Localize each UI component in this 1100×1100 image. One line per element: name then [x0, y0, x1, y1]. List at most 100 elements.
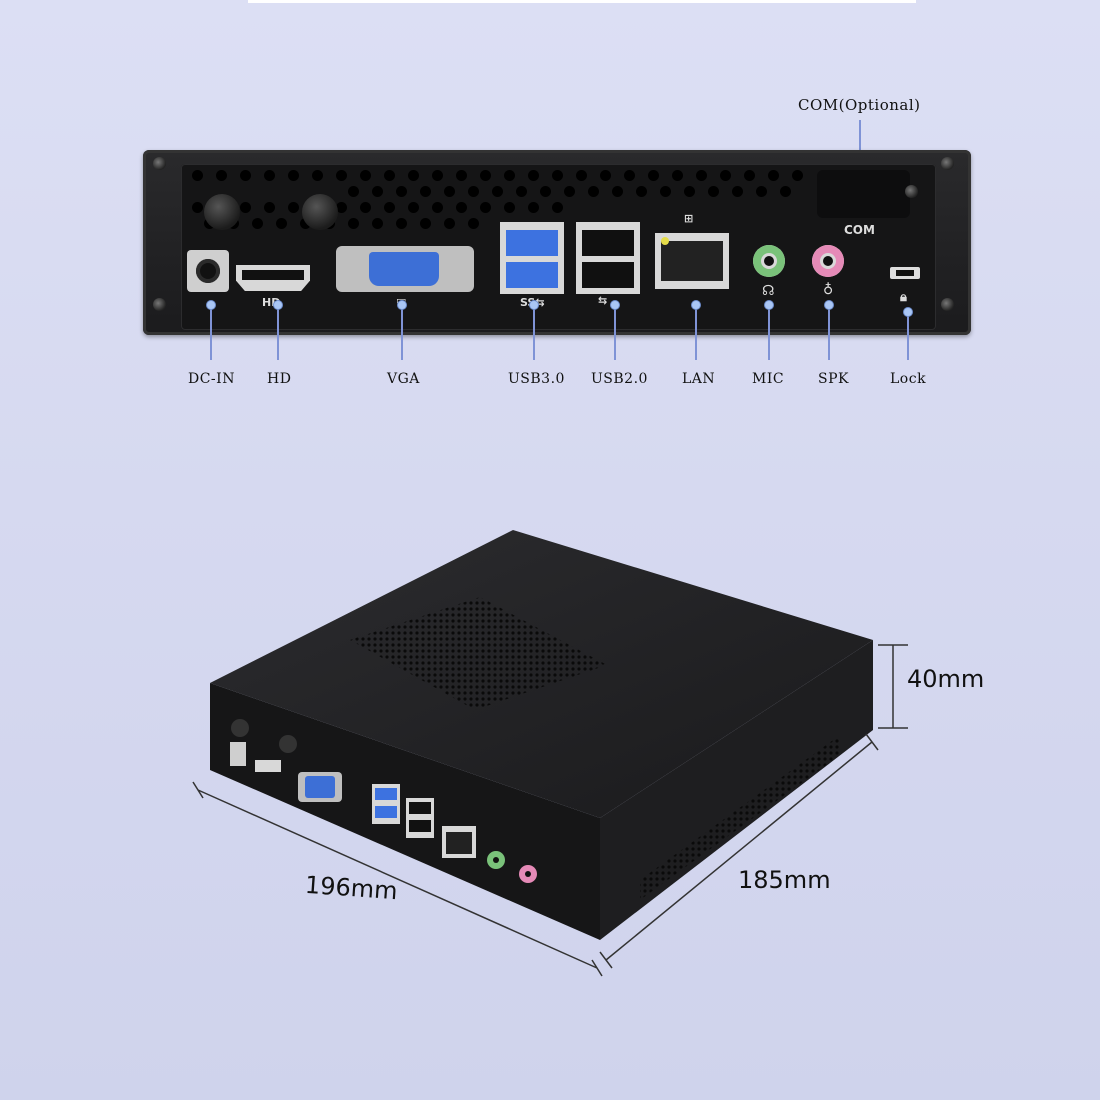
lock-slot — [890, 267, 920, 279]
vent-hole — [648, 170, 659, 181]
vent-hole — [384, 170, 395, 181]
dc-leader — [210, 305, 212, 360]
label-usb2: USB2.0 — [591, 371, 648, 387]
vent-hole — [336, 202, 347, 213]
com-optional-label: COM(Optional) — [798, 96, 921, 114]
spk-leader — [828, 305, 830, 360]
vent-hole — [744, 170, 755, 181]
vent-hole — [780, 186, 791, 197]
vent-hole — [432, 170, 443, 181]
vent-hole — [540, 186, 551, 197]
hd-dot — [273, 300, 283, 310]
label-dc-in: DC-IN — [188, 371, 235, 387]
vent-hole — [348, 218, 359, 229]
label-spk: SPK — [818, 371, 849, 387]
lan-leader — [695, 305, 697, 360]
dimension-lines — [192, 644, 908, 977]
vent-hole — [636, 186, 647, 197]
vent-hole — [348, 186, 359, 197]
lan-dot — [691, 300, 701, 310]
side-vents — [640, 735, 840, 900]
mic-dot — [764, 300, 774, 310]
dc-dot — [206, 300, 216, 310]
vent-hole — [684, 186, 695, 197]
label-hd: HD — [267, 371, 292, 387]
usb2-leader — [614, 305, 616, 360]
hdmi-port — [236, 265, 310, 291]
usb2-dot — [610, 300, 620, 310]
mic-jack — [753, 245, 785, 277]
vent-hole — [408, 170, 419, 181]
com-text: COM — [844, 223, 875, 237]
vent-hole — [768, 170, 779, 181]
vent-hole — [696, 170, 707, 181]
case-front — [210, 683, 600, 940]
mic-icon: ♁ — [823, 282, 834, 298]
vent-hole — [384, 202, 395, 213]
rubber-foot-left — [204, 194, 240, 230]
com-screw — [905, 185, 918, 198]
vent-hole — [264, 202, 275, 213]
screw-top-left — [153, 157, 166, 170]
front-hdmi — [255, 760, 281, 772]
vent-hole — [672, 170, 683, 181]
vent-hole — [528, 170, 539, 181]
vent-hole — [528, 202, 539, 213]
headphone-icon: ☊ — [762, 283, 775, 299]
com-port-area — [817, 170, 910, 218]
vent-hole — [588, 186, 599, 197]
vent-hole — [396, 218, 407, 229]
vent-hole — [264, 170, 275, 181]
vent-hole — [708, 186, 719, 197]
top-vent-mesh — [350, 597, 607, 710]
lock-icon: 🔒︎ — [900, 290, 907, 305]
vent-hole — [576, 170, 587, 181]
spk-jack — [812, 245, 844, 277]
vent-hole — [444, 186, 455, 197]
vent-hole — [612, 186, 623, 197]
vent-hole — [792, 170, 803, 181]
vent-hole — [432, 202, 443, 213]
vent-hole — [420, 218, 431, 229]
vent-hole — [480, 170, 491, 181]
vent-hole — [408, 202, 419, 213]
lan-icon: ⊞ — [684, 212, 694, 225]
usb3-dot — [529, 300, 539, 310]
screw-bottom-left — [153, 298, 166, 311]
label-lan: LAN — [682, 371, 716, 387]
vent-hole — [240, 170, 251, 181]
lan-led — [661, 237, 669, 245]
label-usb3: USB3.0 — [508, 371, 565, 387]
vent-hole — [552, 202, 563, 213]
vent-hole — [492, 186, 503, 197]
vent-hole — [456, 202, 467, 213]
usb3-leader — [533, 305, 535, 360]
vent-hole — [552, 170, 563, 181]
vent-hole — [516, 186, 527, 197]
label-lock: Lock — [890, 371, 927, 387]
vent-hole — [360, 202, 371, 213]
vent-hole — [396, 186, 407, 197]
front-dc — [230, 742, 246, 766]
label-mic: MIC — [752, 371, 785, 387]
vent-hole — [372, 218, 383, 229]
vent-hole — [240, 202, 251, 213]
mic-leader — [768, 305, 770, 360]
vent-hole — [720, 170, 731, 181]
lock-leader — [907, 312, 909, 360]
dc-in-port — [187, 250, 229, 292]
vent-hole — [192, 202, 203, 213]
vent-hole — [660, 186, 671, 197]
vent-hole — [504, 202, 515, 213]
vent-hole — [192, 170, 203, 181]
vent-hole — [252, 218, 263, 229]
vent-hole — [420, 186, 431, 197]
vent-hole — [756, 186, 767, 197]
vent-hole — [288, 202, 299, 213]
vga-dot — [397, 300, 407, 310]
label-vga: VGA — [387, 371, 420, 387]
vent-hole — [288, 170, 299, 181]
screw-bottom-right — [941, 298, 954, 311]
top-divider — [248, 0, 916, 3]
